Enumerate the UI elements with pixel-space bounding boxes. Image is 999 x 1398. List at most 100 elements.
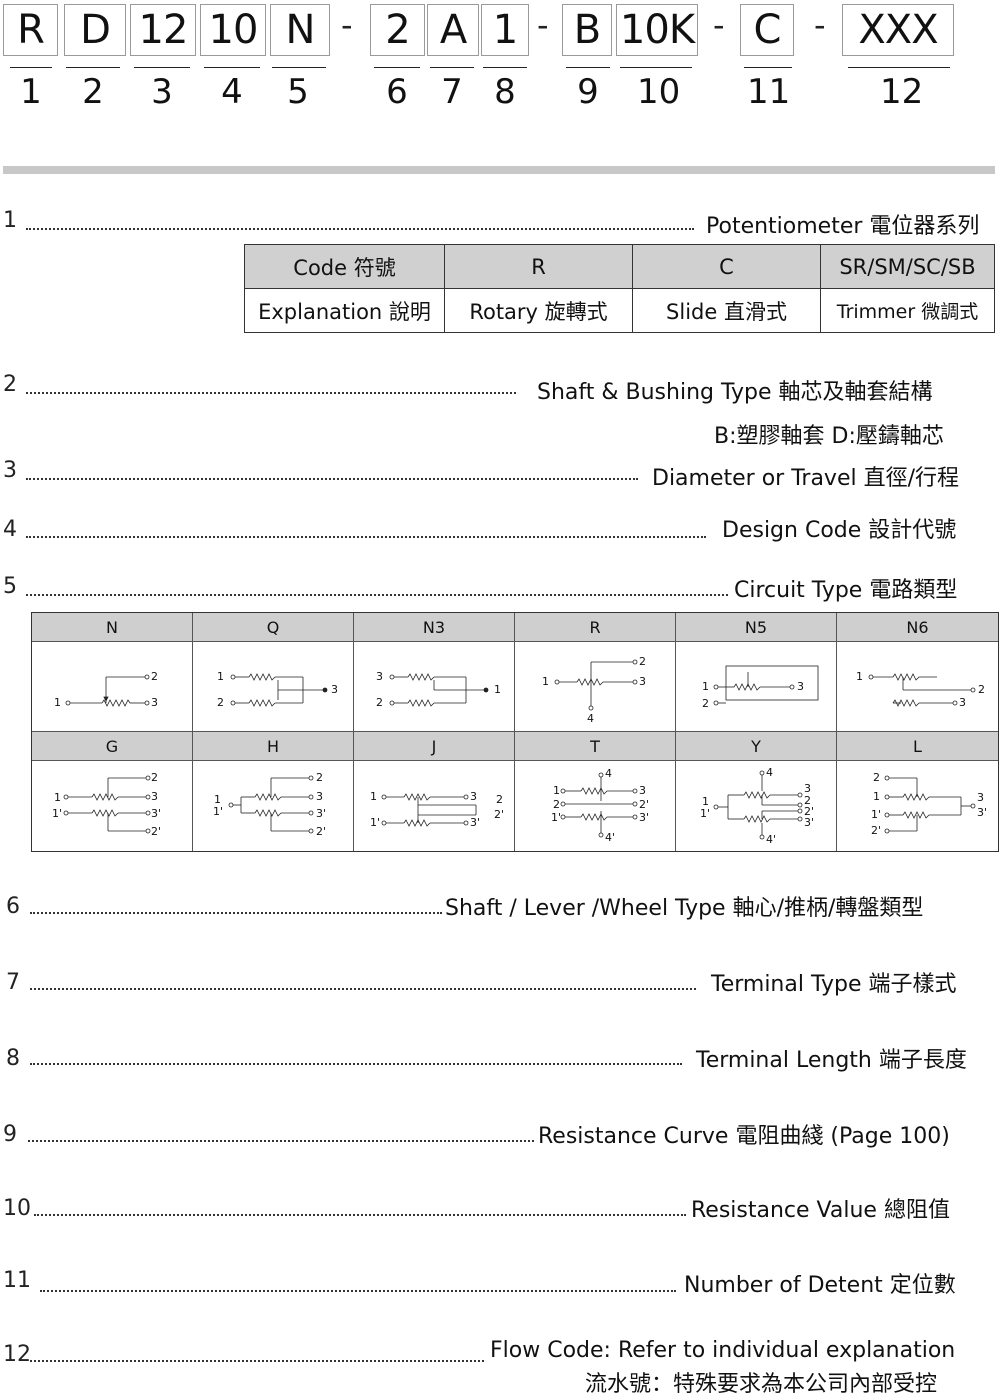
circuit-diagram-N6: 1 2 3 <box>837 642 998 732</box>
circuit-header-N3: N3 <box>354 613 515 642</box>
code-underline-11 <box>744 67 792 68</box>
code-position-11: 11 <box>747 72 791 112</box>
row-4-label: Design Code 設計代號 <box>722 518 957 543</box>
row-5-label: Circuit Type 電路類型 <box>734 578 958 603</box>
pin-label: 2 <box>978 683 985 696</box>
circuit-header-N6: N6 <box>837 613 998 642</box>
pin-label: 1 <box>542 675 549 688</box>
circuit-diagram-Y: 4 1 1' 3 2 2' 3' 4' <box>676 761 837 851</box>
pin-label: 1' <box>551 811 562 824</box>
row-6-number: 6 <box>6 894 20 919</box>
pin-label: 3 <box>804 782 811 795</box>
code-box-8: 1 <box>481 4 529 56</box>
table-cell: C <box>632 244 821 289</box>
row-10-leader <box>34 1214 686 1216</box>
code-position-12: 12 <box>880 72 924 112</box>
row-1-leader <box>26 228 694 230</box>
circuit-header-Q: Q <box>193 613 354 642</box>
pin-label: 3 <box>959 696 966 709</box>
pin-label: 4 <box>766 766 773 779</box>
row-11-leader <box>40 1290 676 1292</box>
row-10-label: Resistance Value 總阻值 <box>691 1198 950 1223</box>
pin-label: 3 <box>639 784 646 797</box>
row-9-number: 9 <box>3 1122 17 1147</box>
code-underline-10 <box>620 67 692 68</box>
row-8-number: 8 <box>6 1046 20 1071</box>
pin-label: 2' <box>871 824 882 837</box>
circuit-header-J: J <box>354 732 515 761</box>
code-underline-8 <box>483 67 527 68</box>
row-9-label: Resistance Curve 電阻曲綫 (Page 100) <box>538 1124 950 1149</box>
circuit-header-T: T <box>515 732 676 761</box>
pin-label: 4' <box>605 831 616 844</box>
table-row: Explanation 說明 Rotary 旋轉式 Slide 直滑式 Trim… <box>244 288 995 333</box>
code-box-4: 10 <box>200 4 266 56</box>
potentiometer-table: Code 符號 R C SR/SM/SC/SB Explanation 說明 R… <box>244 244 995 333</box>
code-box-2: D <box>64 4 126 56</box>
row-3-leader <box>26 478 638 480</box>
row-4-leader <box>26 536 706 538</box>
row-7-label: Terminal Type 端子樣式 <box>711 972 957 997</box>
code-dash-1: - <box>341 6 353 44</box>
row-5-number: 5 <box>3 574 17 599</box>
row-10-number: 10 <box>3 1196 31 1221</box>
pin-label: 2 <box>702 697 709 710</box>
row-2-label: Shaft & Bushing Type 軸芯及軸套結構 <box>537 380 933 405</box>
code-underline-2 <box>66 67 120 68</box>
circuit-diagram-J: 1 3 1' 3' 2 2' <box>354 761 515 851</box>
code-underline-6 <box>374 67 420 68</box>
table-cell: Code 符號 <box>244 244 445 289</box>
pin-label: 1 <box>217 670 224 683</box>
row-12-leader <box>30 1360 484 1362</box>
code-position-3: 3 <box>151 72 173 112</box>
pin-label: 2 <box>553 798 560 811</box>
pin-label: 2 <box>496 793 503 806</box>
pin-label: 3' <box>804 816 815 829</box>
pin-label: 1' <box>213 805 224 818</box>
circuit-diagram-N3: 3 2 1 <box>354 642 515 732</box>
circuit-diagram-T: 4 1 2 1' 3 2' 3' 4' <box>515 761 676 851</box>
code-position-2: 2 <box>82 72 104 112</box>
table-cell: R <box>444 244 633 289</box>
code-position-1: 1 <box>20 72 42 112</box>
pin-label: 2 <box>316 771 323 784</box>
code-underline-5 <box>272 67 326 68</box>
pin-label: 3 <box>977 791 984 804</box>
pin-label: 2' <box>151 825 162 838</box>
circuit-type-grid: N Q N3 R N5 N6 1 2 3 1 2 3 <box>31 612 999 852</box>
circuit-diagram-G: 1 2 3 1' 3' 2' <box>32 761 193 851</box>
code-underline-9 <box>566 67 610 68</box>
circuit-header-L: L <box>837 732 998 761</box>
pin-label: 1' <box>370 816 381 829</box>
circuit-diagram-R: 1 2 3 4 <box>515 642 676 732</box>
pin-label: 1 <box>702 795 709 808</box>
row-6-leader <box>30 912 442 914</box>
code-dash-4: - <box>814 6 826 44</box>
code-dash-3: - <box>713 6 725 44</box>
pin-label: 1 <box>214 793 221 806</box>
pin-label: 2 <box>804 794 811 807</box>
pin-label: 1 <box>702 680 709 693</box>
row-8-leader <box>30 1063 682 1065</box>
code-dash-2: - <box>537 6 549 44</box>
table-row: Code 符號 R C SR/SM/SC/SB <box>244 244 995 289</box>
row-2-sublabel: B:塑膠軸套 D:壓鑄軸芯 <box>714 424 944 449</box>
table-cell: Slide 直滑式 <box>632 288 821 333</box>
row-12-label: Flow Code: Refer to individual explanati… <box>490 1338 956 1363</box>
pin-label: 1 <box>54 791 61 804</box>
pin-label: 2' <box>804 805 815 818</box>
pin-label: 3 <box>376 670 383 683</box>
pin-label: 1 <box>494 683 501 696</box>
pin-label: 3' <box>316 807 327 820</box>
circuit-diagram-N5: 1 2 3 <box>676 642 837 732</box>
pin-label: 2 <box>151 771 158 784</box>
pin-label: 1 <box>553 784 560 797</box>
row-1-label: Potentiometer 電位器系列 <box>706 214 980 239</box>
row-3-number: 3 <box>3 458 17 483</box>
circuit-header-G: G <box>32 732 193 761</box>
pin-label: 3' <box>151 807 162 820</box>
row-4-number: 4 <box>3 517 17 542</box>
pin-label: 2' <box>316 825 327 838</box>
row-5-leader <box>26 594 728 596</box>
pin-label: 3' <box>470 816 481 829</box>
